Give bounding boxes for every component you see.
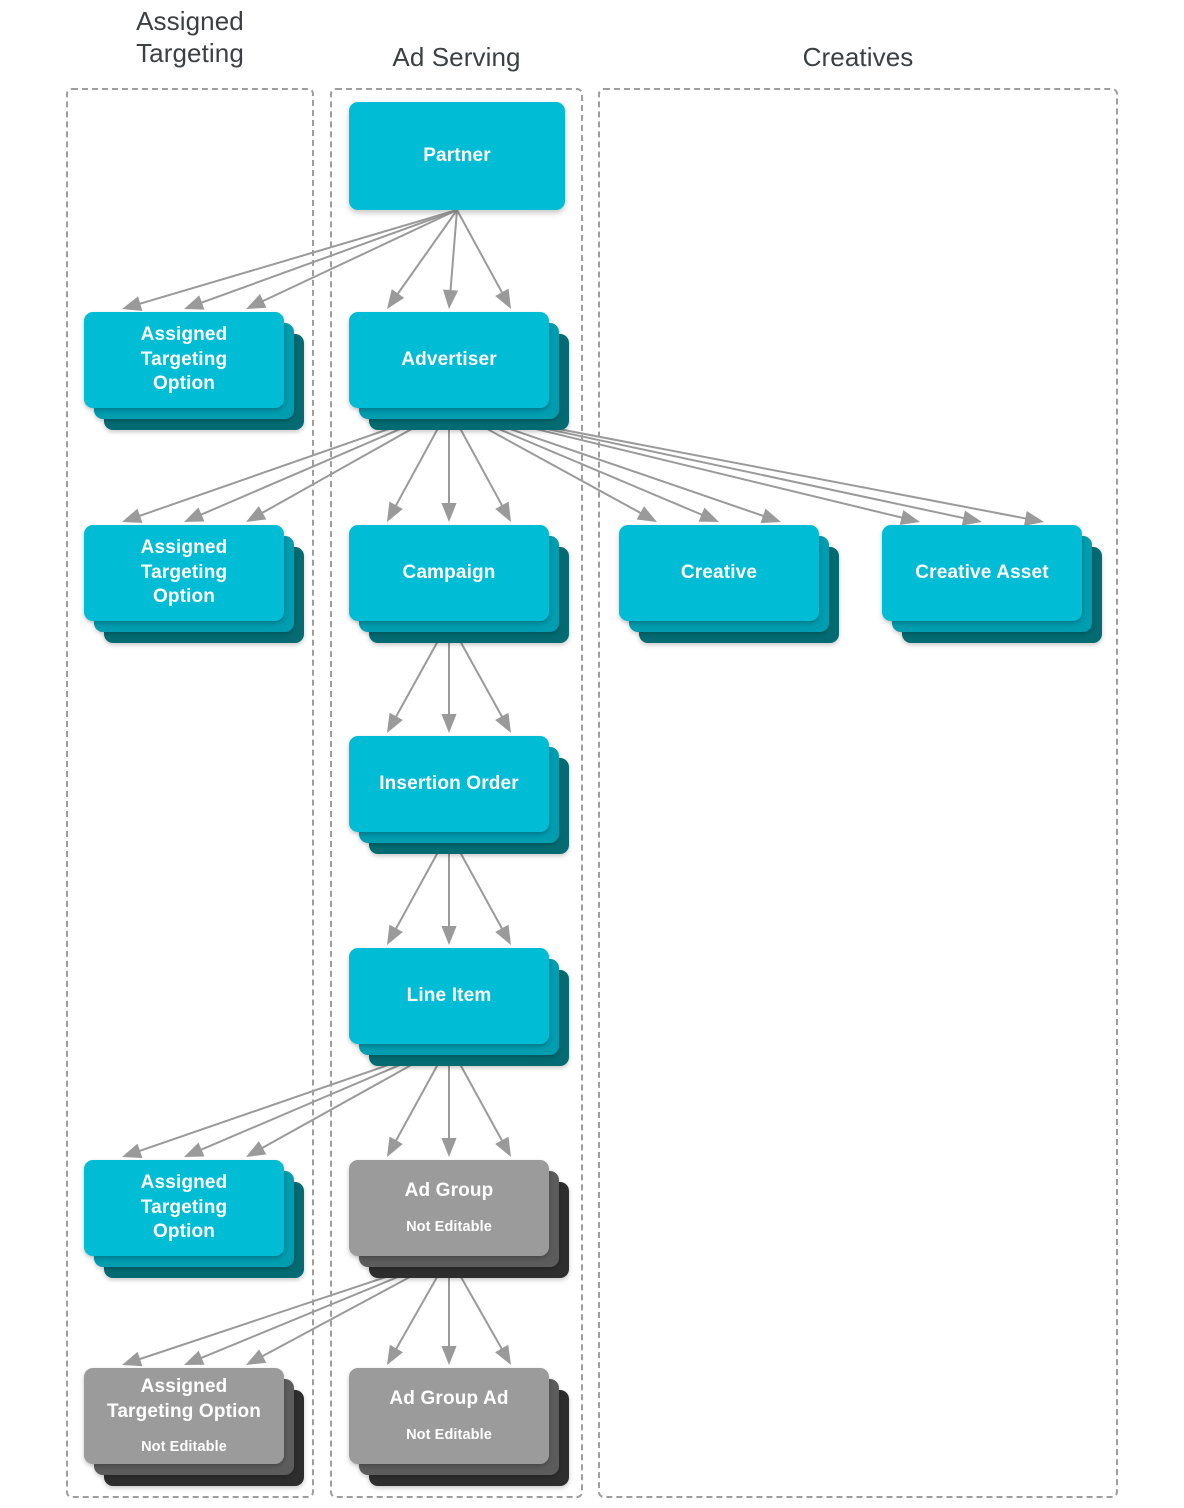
node-ato-2[interactable]: Assigned Targeting Option	[84, 525, 304, 643]
node-label-ato-1: Assigned Targeting Option	[140, 323, 228, 395]
column-title-assigned-targeting: Assigned Targeting	[136, 6, 244, 68]
node-card-ato-1[interactable]: Assigned Targeting Option	[84, 312, 284, 408]
node-sublabel-ad-group: Not Editable	[406, 1219, 492, 1236]
node-line-item[interactable]: Line Item	[349, 948, 569, 1066]
node-label-ato-4: Assigned Targeting Option	[106, 1376, 262, 1422]
node-sublabel-ato-4: Not Editable	[141, 1439, 227, 1456]
node-card-creative[interactable]: Creative	[619, 525, 819, 621]
node-label-insertion-order: Insertion Order	[379, 772, 519, 794]
node-sublabel-ad-group-ad: Not Editable	[406, 1427, 492, 1444]
node-label-campaign: Campaign	[402, 561, 496, 583]
column-title-ad-serving: Ad Serving	[392, 42, 521, 72]
node-campaign[interactable]: Campaign	[349, 525, 569, 643]
swimlane-ad-serving	[330, 88, 583, 1498]
swimlane-assigned-targeting	[66, 88, 314, 1498]
swimlane-creatives	[598, 88, 1118, 1498]
node-card-advertiser[interactable]: Advertiser	[349, 312, 549, 408]
node-card-creative-asset[interactable]: Creative Asset	[882, 525, 1082, 621]
node-card-ato-3[interactable]: Assigned Targeting Option	[84, 1160, 284, 1256]
node-label-line-item: Line Item	[406, 984, 492, 1006]
node-card-line-item[interactable]: Line Item	[349, 948, 549, 1044]
node-label-ato-3: Assigned Targeting Option	[140, 1171, 228, 1243]
column-title-creatives: Creatives	[802, 42, 914, 72]
node-label-creative: Creative	[680, 561, 758, 583]
node-partner[interactable]: Partner	[349, 102, 565, 210]
node-card-insertion-order[interactable]: Insertion Order	[349, 736, 549, 832]
node-label-advertiser: Advertiser	[401, 348, 497, 370]
node-creative-asset[interactable]: Creative Asset	[882, 525, 1102, 643]
node-label-ad-group: Ad Group	[404, 1180, 494, 1202]
node-card-ad-group-ad[interactable]: Ad Group Ad Not Editable	[349, 1368, 549, 1464]
node-label-partner: Partner	[423, 144, 491, 166]
node-ad-group-ad[interactable]: Ad Group Ad Not Editable	[349, 1368, 569, 1486]
node-ato-3[interactable]: Assigned Targeting Option	[84, 1160, 304, 1278]
node-ato-1[interactable]: Assigned Targeting Option	[84, 312, 304, 430]
node-label-ato-2: Assigned Targeting Option	[140, 536, 228, 608]
node-insertion-order[interactable]: Insertion Order	[349, 736, 569, 854]
node-label-creative-asset: Creative Asset	[915, 561, 1049, 583]
node-card-partner[interactable]: Partner	[349, 102, 565, 210]
node-card-campaign[interactable]: Campaign	[349, 525, 549, 621]
node-creative[interactable]: Creative	[619, 525, 839, 643]
node-advertiser[interactable]: Advertiser	[349, 312, 569, 430]
node-label-ad-group-ad: Ad Group Ad	[389, 1388, 509, 1410]
node-card-ato-2[interactable]: Assigned Targeting Option	[84, 525, 284, 621]
